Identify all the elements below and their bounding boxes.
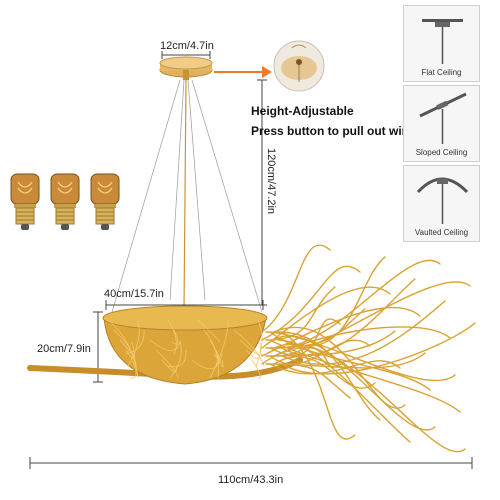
ceiling-canopy	[159, 56, 213, 80]
button-detail-circle	[273, 40, 325, 92]
nest-height-dimension-label: 20cm/7.9in	[37, 343, 91, 355]
gold-wire-tendrils	[261, 244, 476, 453]
edison-bulb-icon	[48, 172, 82, 241]
edison-bulb-icon	[8, 172, 42, 241]
vaulted-ceiling-card: Vaulted Ceiling	[403, 165, 480, 242]
detail-arrow	[214, 66, 272, 78]
flat-ceiling-card: Flat Ceiling	[403, 5, 480, 82]
height-dimension-label: 120cm/47.2in	[265, 148, 277, 215]
suspension-wires	[111, 79, 263, 313]
vaulted-ceiling-label: Vaulted Ceiling	[414, 228, 469, 237]
flat-ceiling-label: Flat Ceiling	[421, 68, 462, 77]
power-cord	[183, 79, 187, 311]
canopy-dimension-label: 12cm/4.7in	[160, 40, 214, 52]
gold-nest-bowl	[102, 305, 268, 385]
sloped-ceiling-icon	[419, 92, 467, 144]
nest-width-dimension-line	[105, 300, 264, 310]
total-width-dimension-label: 110cm/43.3in	[218, 474, 284, 486]
feature-press-button: Press button to pull out wire	[251, 124, 413, 138]
flat-ceiling-icon	[422, 19, 463, 64]
nest-width-dimension-label: 40cm/15.7in	[104, 288, 164, 300]
total-width-dimension-line	[29, 457, 473, 469]
vaulted-ceiling-icon	[416, 177, 469, 224]
sloped-ceiling-card: Sloped Ceiling	[403, 85, 480, 162]
edison-bulb-icon	[88, 172, 122, 241]
canopy-dimension-line	[161, 51, 211, 59]
feature-height-adjustable: Height-Adjustable	[251, 104, 354, 118]
sloped-ceiling-label: Sloped Ceiling	[415, 148, 468, 157]
